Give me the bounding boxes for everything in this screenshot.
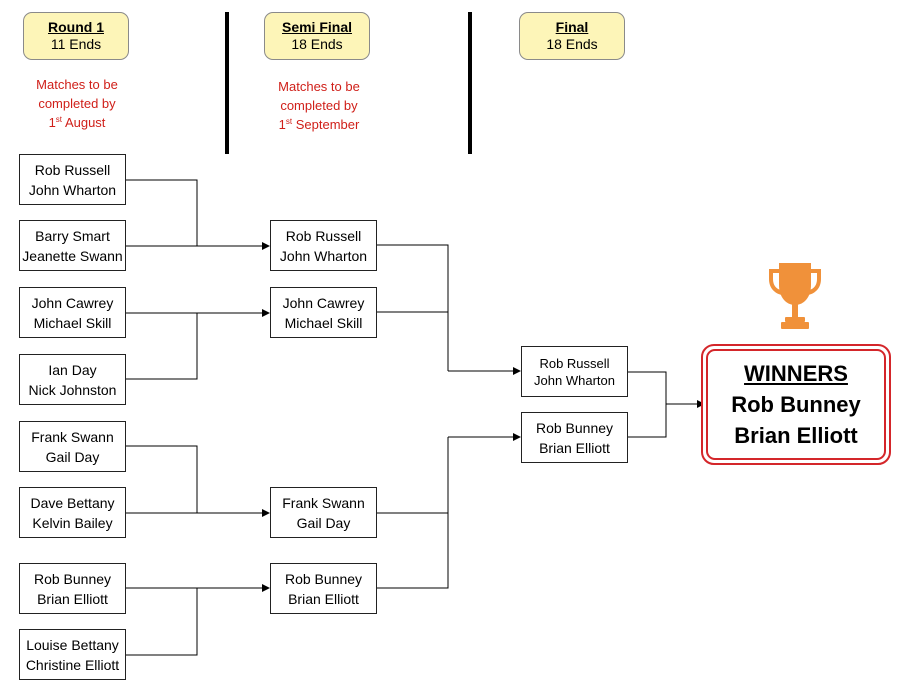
player-name: Michael Skill xyxy=(33,314,112,331)
connector-line xyxy=(125,587,198,656)
semi-final-ends: 18 Ends xyxy=(291,36,343,52)
player-name: Rob Bunney xyxy=(535,419,614,436)
player-name: John Cawrey xyxy=(282,294,365,311)
player-name: Rob Russell xyxy=(34,161,111,178)
deadline-suffix: st xyxy=(285,117,293,126)
deadline-day: 1 xyxy=(278,117,286,132)
winner-name: Rob Bunney xyxy=(731,391,861,417)
player-name: Gail Day xyxy=(45,448,100,465)
winners-box: WINNERS Rob Bunney Brian Elliott xyxy=(701,344,891,465)
final-ends: 18 Ends xyxy=(546,36,598,52)
player-name: Dave Bettany xyxy=(30,494,115,511)
deadline-line: completed by xyxy=(38,96,116,111)
player-name: Michael Skill xyxy=(284,314,363,331)
trophy-icon xyxy=(769,263,821,329)
player-name: Frank Swann xyxy=(282,494,365,511)
round1-deadline: Matches to be completed by 1st August xyxy=(7,75,147,132)
stage-divider xyxy=(225,12,229,154)
connector-line xyxy=(627,371,667,438)
round1-title: Round 1 xyxy=(48,19,104,35)
round1-match: Rob Bunney Brian Elliott xyxy=(19,563,126,614)
deadline-line: Matches to be xyxy=(36,77,118,92)
player-name: Ian Day xyxy=(48,361,97,378)
deadline-day: 1 xyxy=(48,115,56,130)
player-name: Brian Elliott xyxy=(539,439,610,456)
player-name: Rob Russell xyxy=(539,355,610,371)
player-name: Rob Russell xyxy=(285,227,362,244)
player-name: John Wharton xyxy=(279,247,368,264)
semi-final-deadline: Matches to be completed by 1st September xyxy=(249,77,389,134)
winner-name: Brian Elliott xyxy=(734,422,858,448)
semi-final-match: John Cawrey Michael Skill xyxy=(270,287,377,338)
round1-match: Frank Swann Gail Day xyxy=(19,421,126,472)
round1-match: Rob Russell John Wharton xyxy=(19,154,126,205)
player-name: Kelvin Bailey xyxy=(32,514,113,531)
round1-match: Ian Day Nick Johnston xyxy=(19,354,126,405)
connector-line xyxy=(376,512,449,589)
player-name: Brian Elliott xyxy=(37,590,108,607)
player-name: Christine Elliott xyxy=(25,656,120,673)
semi-final-header: Semi Final 18 Ends xyxy=(264,12,370,60)
deadline-suffix: st xyxy=(55,115,63,124)
player-name: John Wharton xyxy=(534,372,615,388)
player-name: Rob Bunney xyxy=(33,570,112,587)
semi-final-title: Semi Final xyxy=(281,19,353,35)
deadline-date: 1st September xyxy=(249,115,389,134)
deadline-month: August xyxy=(64,115,106,130)
semi-final-match: Rob Bunney Brian Elliott xyxy=(270,563,377,614)
player-name: Brian Elliott xyxy=(288,590,359,607)
player-name: Jeanette Swann xyxy=(22,247,123,264)
winners-inner: WINNERS Rob Bunney Brian Elliott xyxy=(706,349,886,460)
player-name: Frank Swann xyxy=(31,428,114,445)
connector-line xyxy=(125,179,198,247)
player-name: Rob Bunney xyxy=(284,570,363,587)
player-name: Barry Smart xyxy=(35,227,110,244)
round1-match: Barry Smart Jeanette Swann xyxy=(19,220,126,271)
connector-line xyxy=(125,445,198,514)
round1-ends: 11 Ends xyxy=(50,36,102,52)
connector-line xyxy=(125,312,198,380)
semi-final-match: Frank Swann Gail Day xyxy=(270,487,377,538)
round1-match: Dave Bettany Kelvin Bailey xyxy=(19,487,126,538)
player-name: Nick Johnston xyxy=(28,381,117,398)
connector-line xyxy=(376,244,449,313)
deadline-line: completed by xyxy=(280,98,358,113)
deadline-month: September xyxy=(295,117,360,132)
winners-title: WINNERS xyxy=(744,360,848,386)
round1-match: Louise Bettany Christine Elliott xyxy=(19,629,126,680)
player-name: John Cawrey xyxy=(31,294,114,311)
final-header: Final 18 Ends xyxy=(519,12,625,60)
final-match: Rob Russell John Wharton xyxy=(521,346,628,397)
semi-final-match: Rob Russell John Wharton xyxy=(270,220,377,271)
player-name: Louise Bettany xyxy=(26,636,119,653)
stage-divider xyxy=(468,12,472,154)
player-name: Gail Day xyxy=(296,514,351,531)
final-match: Rob Bunney Brian Elliott xyxy=(521,412,628,463)
round1-header: Round 1 11 Ends xyxy=(23,12,129,60)
player-name: John Wharton xyxy=(28,181,117,198)
deadline-date: 1st August xyxy=(7,113,147,132)
deadline-line: Matches to be xyxy=(278,79,360,94)
round1-match: John Cawrey Michael Skill xyxy=(19,287,126,338)
final-title: Final xyxy=(555,19,589,35)
